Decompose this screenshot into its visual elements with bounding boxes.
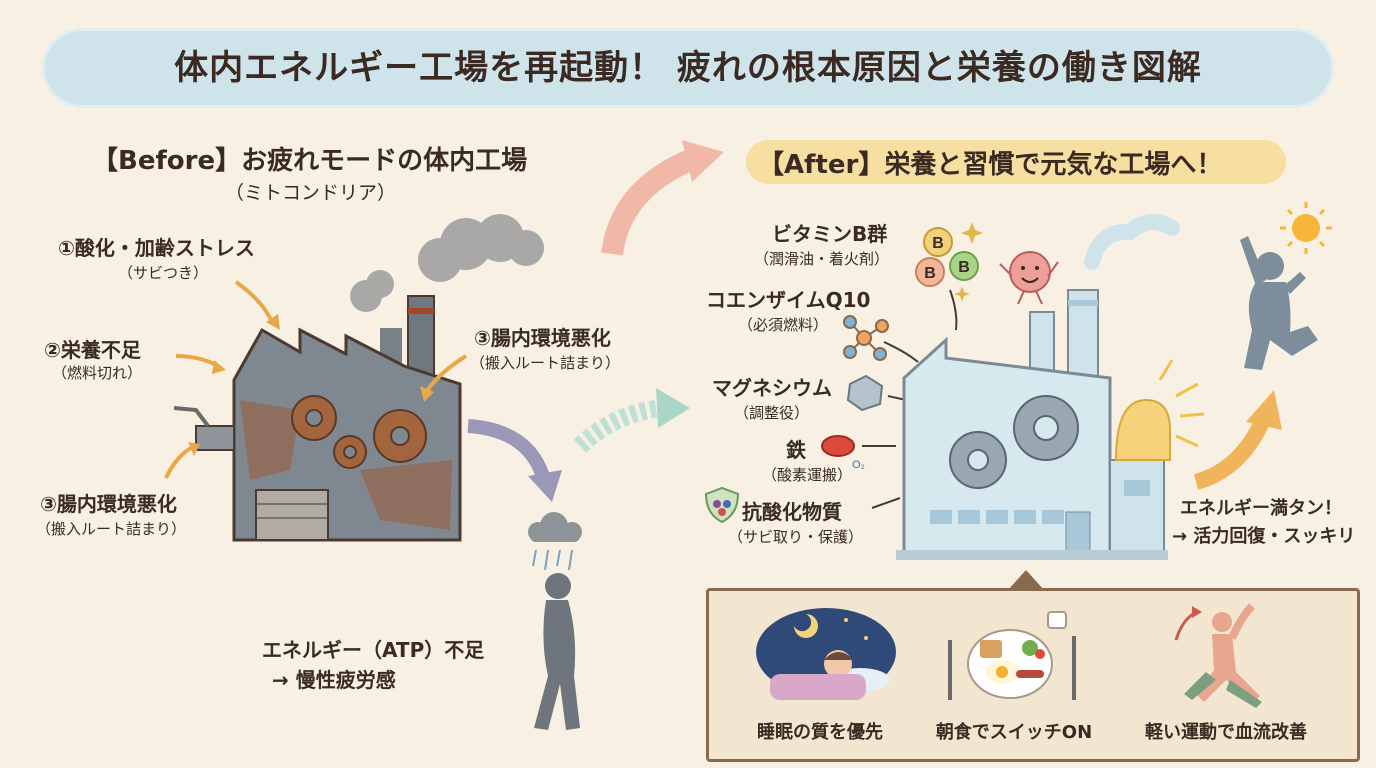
breakfast-icon — [948, 611, 1076, 700]
oxygen-symbol: O₂ — [852, 459, 865, 471]
healthy-factory-icon — [896, 214, 1180, 560]
nutrient-antioxidant-label: 抗酸化物質 — [742, 500, 842, 524]
glow-rays-icon — [1158, 359, 1205, 448]
vitamin-b-badge-3: B — [958, 259, 970, 276]
sleep-icon — [756, 608, 896, 700]
iron-cell-icon — [821, 435, 855, 457]
habits-panel-notch — [1008, 570, 1044, 590]
exercise-icon — [1174, 603, 1262, 708]
smoke-cloud-icon — [350, 214, 544, 312]
cause-oxidation-label: ①酸化・加齢ストレス — [58, 236, 255, 260]
cause-nutrition-label: ②栄養不足 — [44, 338, 141, 362]
nutrient-antioxidant-sub: （サビ取り・保護） — [728, 528, 864, 546]
mid-arrow-icon — [573, 399, 665, 453]
vitamin-b-badge-2: B — [924, 265, 936, 282]
rusty-gear-icon — [291, 395, 427, 469]
vitamin-b-icon: B B B — [915, 222, 983, 302]
magnesium-rock-icon — [846, 374, 884, 412]
nutrient-vitamin-b-label: ビタミンB群 — [772, 222, 888, 246]
up-arrow-icon — [1193, 418, 1270, 490]
shiny-gear-icon — [949, 395, 1079, 489]
title-banner — [42, 28, 1334, 108]
problem-arrows — [164, 280, 468, 479]
tired-person-icon — [528, 512, 582, 730]
sun-icon — [1280, 202, 1332, 254]
before-heading: 【Before】お疲れモードの体内工場 — [92, 146, 528, 176]
clean-smoke-icon — [1084, 214, 1180, 270]
transform-arrow-icon — [601, 149, 695, 256]
nutrient-iron-label: 鉄 — [786, 438, 806, 462]
nutrient-iron-sub: （酸素運搬） — [762, 466, 853, 484]
down-arrow-icon — [467, 419, 551, 483]
after-banner — [746, 140, 1286, 184]
nutrient-magnesium-label: マグネシウム — [712, 376, 832, 400]
nutrient-vitamin-b-sub: （潤滑油・着火剤） — [754, 250, 890, 268]
habit-breakfast-label: 朝食でスイッチON — [935, 722, 1093, 743]
antioxidant-shield-icon — [704, 486, 740, 524]
before-result-line2: → 慢性疲労感 — [272, 668, 396, 692]
happy-mascot-icon — [999, 251, 1059, 305]
cause-gut-label-right: ③腸内環境悪化 — [474, 326, 611, 350]
after-heading: 【After】栄養と習慣で元気な工場へ！ — [758, 150, 1223, 180]
rusty-factory-icon — [173, 295, 462, 542]
cause-gut-sub-right: （搬入ルート詰まり） — [470, 354, 621, 372]
page-title: 体内エネルギー工場を再起動！ 疲れの根本原因と栄養の働き図解 — [174, 48, 1202, 88]
habit-exercise-label: 軽い運動で血流改善 — [1145, 722, 1307, 743]
coq10-molecule-icon — [843, 315, 889, 361]
energetic-person-icon — [1240, 236, 1318, 370]
cause-gut-label-left: ③腸内環境悪化 — [40, 492, 177, 516]
before-result-line1: エネルギー（ATP）不足 — [262, 638, 485, 662]
nutrient-coq10-label: コエンザイムQ10 — [706, 288, 871, 312]
before-subheading: （ミトコンドリア） — [225, 182, 397, 204]
vitamin-b-badge-1: B — [932, 235, 944, 252]
nutrient-coq10-sub: （必須燃料） — [738, 316, 829, 334]
after-result-line1: エネルギー満タン！ — [1180, 498, 1342, 519]
nutrient-magnesium-sub: （調整役） — [734, 404, 810, 422]
cause-oxidation-sub: （サビつき） — [118, 264, 209, 282]
after-result-line2: → 活力回復・スッキリ — [1172, 526, 1356, 547]
cause-gut-sub-left: （搬入ルート詰まり） — [36, 520, 187, 538]
cause-nutrition-sub: （燃料切れ） — [52, 364, 143, 382]
habit-sleep-label: 睡眠の質を優先 — [757, 722, 883, 743]
